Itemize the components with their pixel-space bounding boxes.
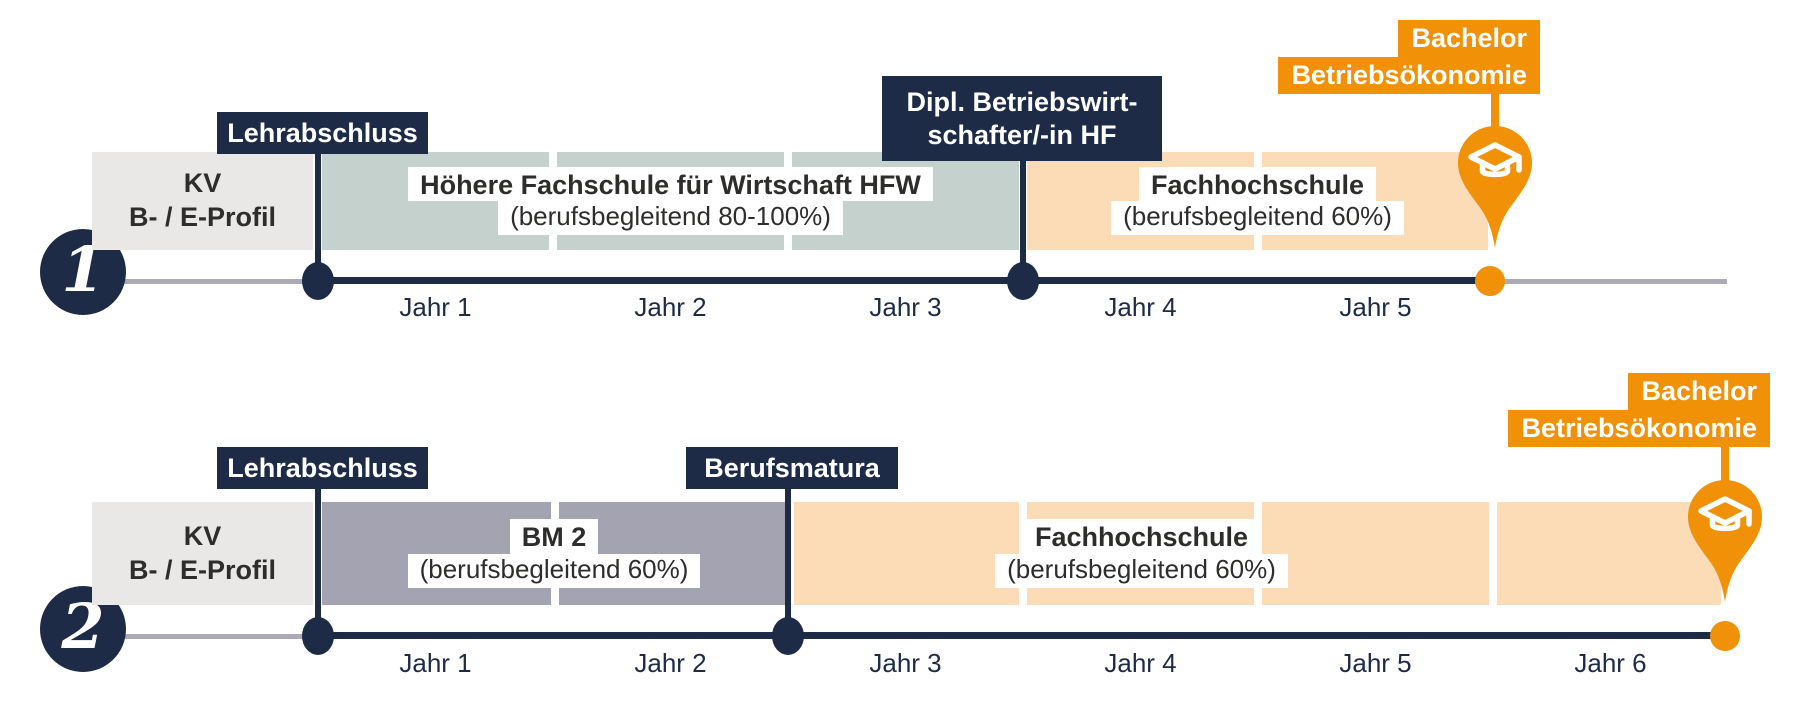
end-marker-label: Bachelor Betriebsökonomie — [1278, 20, 1540, 95]
timeline-lead-line — [118, 634, 323, 639]
milestone-label-dipl-hf: Dipl. Betriebswirt- schafter/-in HF — [882, 76, 1162, 161]
timeline-dot-bachelor — [1710, 621, 1740, 651]
end-marker-line1: Bachelor — [1628, 373, 1770, 411]
timeline-dot-berufsmatura — [772, 617, 804, 655]
milestone-text: Lehrabschluss — [227, 117, 418, 148]
start-block-kv: KV B- / E-Profil — [92, 152, 313, 250]
year-label: Jahr 4 — [1104, 292, 1177, 322]
milestone-label-berufsmatura: Berufsmatura — [686, 447, 898, 489]
graduation-cap-icon — [1698, 496, 1752, 532]
map-pin-marker — [1688, 480, 1762, 602]
stage-segment — [1027, 502, 1254, 605]
year-label: Jahr 6 — [1574, 648, 1647, 678]
end-marker-line2: Betriebsökonomie — [1508, 410, 1770, 448]
year-label: Jahr 1 — [399, 292, 472, 322]
start-block-kv: KV B- / E-Profil — [92, 502, 313, 605]
stage-segment — [1027, 152, 1254, 250]
map-pin-marker — [1458, 126, 1532, 248]
end-marker-line1: Bachelor — [1398, 20, 1540, 58]
start-block-line2: B- / E-Profil — [129, 202, 276, 232]
end-marker-line2: Betriebsökonomie — [1278, 57, 1540, 95]
start-block-line2: B- / E-Profil — [129, 554, 276, 585]
year-label: Jahr 5 — [1339, 292, 1412, 322]
timeline-main-line — [318, 277, 1490, 284]
timeline-main-line — [318, 632, 1725, 639]
stage-segment — [794, 502, 1019, 605]
pathway-number: 2 — [61, 590, 105, 663]
timeline-dot-bachelor — [1475, 266, 1505, 296]
milestone-connector — [785, 489, 791, 635]
milestone-text-line1: Dipl. Betriebswirt- — [906, 87, 1138, 118]
timeline-trail-line — [1490, 279, 1727, 284]
timeline-dot-lehrabschluss — [302, 262, 334, 300]
year-label: Jahr 1 — [399, 648, 472, 678]
milestone-connector — [315, 489, 321, 635]
start-block-line1: KV — [183, 168, 222, 199]
timeline-dot-dipl-hf — [1007, 262, 1039, 300]
stage-segment — [1497, 502, 1721, 605]
stage-segment — [559, 502, 786, 605]
stage-segment — [557, 152, 784, 250]
milestone-text: Lehrabschluss — [227, 452, 418, 483]
stage-segment — [322, 152, 549, 250]
milestone-label-lehrabschluss: Lehrabschluss — [217, 112, 428, 154]
start-block-line1: KV — [183, 520, 222, 551]
milestone-connector — [315, 154, 321, 280]
year-label: Jahr 2 — [634, 648, 707, 678]
milestone-text-line2: schafter/-in HF — [927, 119, 1117, 150]
milestone-label-lehrabschluss: Lehrabschluss — [217, 447, 428, 489]
end-marker-connector — [1721, 439, 1729, 483]
timeline-dot-lehrabschluss — [302, 617, 334, 655]
milestone-text: Berufsmatura — [704, 452, 880, 483]
year-label: Jahr 5 — [1339, 648, 1412, 678]
year-label: Jahr 2 — [634, 292, 707, 322]
stage-segment — [792, 152, 1019, 250]
end-marker-label: Bachelor Betriebsökonomie — [1508, 373, 1770, 448]
year-label: Jahr 3 — [869, 292, 942, 322]
milestone-connector — [1020, 161, 1026, 280]
stage-segment — [1262, 152, 1488, 250]
end-marker-connector — [1491, 86, 1499, 130]
stage-segment — [322, 502, 551, 605]
stage-segment — [1262, 502, 1489, 605]
timeline-lead-line — [118, 279, 323, 284]
year-label: Jahr 3 — [869, 648, 942, 678]
year-label: Jahr 4 — [1104, 648, 1177, 678]
graduation-cap-icon — [1468, 142, 1522, 178]
